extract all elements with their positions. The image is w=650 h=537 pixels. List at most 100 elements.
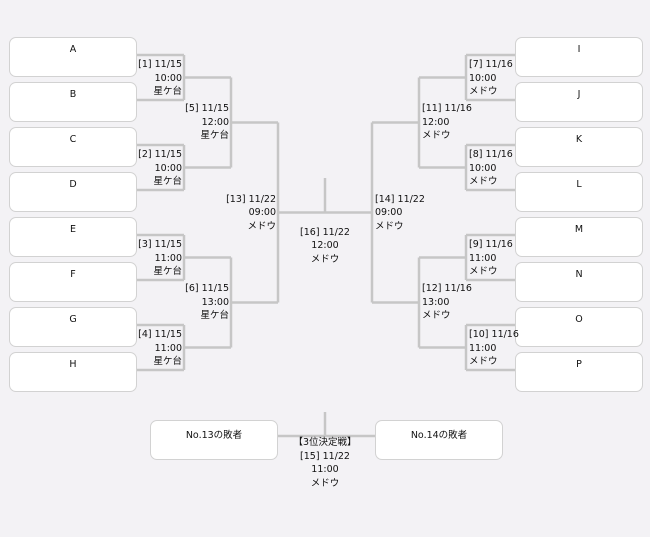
team-box-left: A [9,37,137,77]
match-venue: 星ケ台 [153,86,182,98]
match-venue: メドウ [469,86,498,98]
team-name: B [69,89,77,100]
team-box-right: J [515,82,643,122]
match-no: [9] 11/16 [469,239,513,251]
match-venue: メドウ [469,356,498,368]
team-name: M [574,224,584,235]
team-box-left: E [9,217,137,257]
match-time: 12:00 [311,240,339,252]
match-time: 13:00 [422,296,450,308]
match-time: 12:00 [422,116,450,128]
match-venue: メドウ [310,253,340,265]
team-name: P [576,359,582,370]
third-place-box-left: No.13の敗者 [150,420,278,460]
team-name: K [575,134,583,145]
match-info-m15: 【3位決定戦】 [15] 11/22 11:00 メドウ [265,436,385,490]
match-no: [11] 11/16 [422,103,472,115]
match-no: [3] 11/15 [138,239,182,251]
match-no: [15] 11/22 [300,450,350,462]
match-venue: 星ケ台 [200,130,229,142]
team-name: G [69,314,77,325]
team-box-right: O [515,307,643,347]
team-name: H [69,359,77,370]
team-box-left: D [9,172,137,212]
match-no: [2] 11/15 [138,149,182,161]
match-time: 10:00 [154,162,182,174]
match-time: 10:00 [469,72,497,84]
team-box-left: F [9,262,137,302]
match-no: [5] 11/15 [185,103,229,115]
team-name: F [70,269,76,280]
match-venue: メドウ [469,176,498,188]
team-name: No.14の敗者 [410,430,468,441]
team-box-left: B [9,82,137,122]
match-time: 11:00 [469,252,497,264]
match-time: 11:00 [469,342,497,354]
match-time: 11:00 [154,342,182,354]
match-time: 09:00 [375,207,403,219]
third-place-box-right: No.14の敗者 [375,420,503,460]
match-time: 11:00 [154,252,182,264]
match-no: [8] 11/16 [469,149,513,161]
match-venue: 星ケ台 [200,310,229,322]
team-name: N [575,269,583,280]
match-venue: メドウ [422,310,451,322]
match-no: [1] 11/15 [138,59,182,71]
match-no: [7] 11/16 [469,59,513,71]
match-no: [6] 11/15 [185,283,229,295]
match-no: [4] 11/15 [138,329,182,341]
match-venue: メドウ [375,220,404,232]
match-time: 10:00 [154,72,182,84]
match-venue: メドウ [247,220,276,232]
match-time: 11:00 [311,464,339,475]
team-box-right: L [515,172,643,212]
team-name: E [69,224,76,235]
match-no: [10] 11/16 [469,329,519,341]
match-venue: 星ケ台 [153,266,182,278]
match-no: [16] 11/22 [300,226,350,238]
match-no: [14] 11/22 [375,193,425,205]
team-name: O [575,314,583,325]
match-no: [13] 11/22 [226,193,276,205]
match-title: 【3位決定戦】 [293,437,357,448]
team-box-right: P [515,352,643,392]
match-venue: 星ケ台 [153,176,182,188]
team-name: C [69,134,77,145]
match-time: 13:00 [201,296,229,308]
team-box-right: N [515,262,643,302]
match-time: 10:00 [469,162,497,174]
team-box-right: M [515,217,643,257]
team-box-left: H [9,352,137,392]
match-no: [12] 11/16 [422,283,472,295]
team-box-right: I [515,37,643,77]
match-venue: 星ケ台 [153,356,182,368]
team-name: No.13の敗者 [185,430,243,441]
match-venue: メドウ [469,266,498,278]
match-venue: メドウ [310,477,340,489]
match-time: 12:00 [201,116,229,128]
match-time: 09:00 [248,207,276,219]
team-name: D [69,179,77,190]
team-box-left: C [9,127,137,167]
team-name: L [576,179,582,190]
team-box-left: G [9,307,137,347]
team-name: A [69,44,77,55]
team-name: I [577,44,581,55]
match-venue: メドウ [422,130,451,142]
team-name: J [577,89,581,100]
